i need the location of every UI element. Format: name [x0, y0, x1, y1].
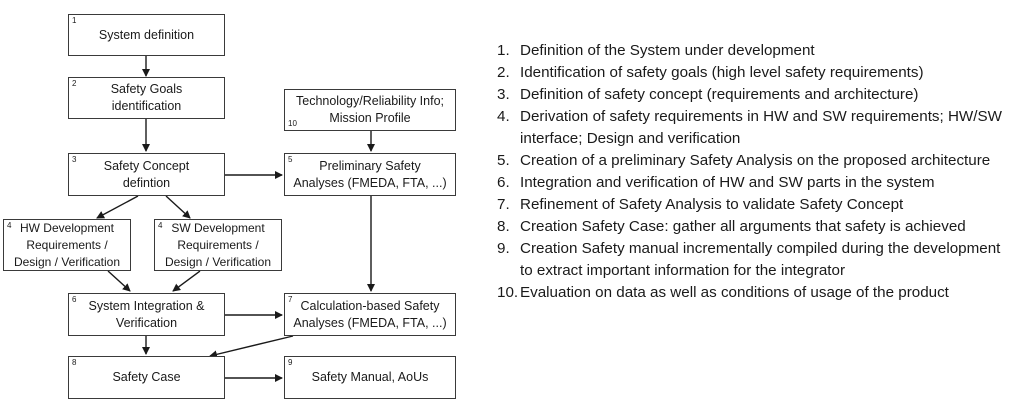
box-safety-manual: 9 Safety Manual, AoUs [284, 356, 456, 399]
step-number: 2 [72, 79, 77, 88]
step-item: 10.Evaluation on data as well as conditi… [497, 282, 1002, 304]
step-number: 4 [158, 221, 163, 230]
arrow-3-to-4a [96, 195, 139, 219]
step-number: 5 [288, 155, 293, 164]
step-item-number: 1. [497, 42, 510, 59]
box-sw-development: 4 SW Development Requirements / Design /… [154, 219, 282, 271]
flow-arrows [96, 56, 375, 382]
box-calculation-safety-analyses: 7 Calculation-based Safety Analyses (FME… [284, 293, 456, 336]
box-label: SW Development Requirements / Design / V… [164, 220, 272, 269]
step-item-text: Creation Safety Case: gather all argumen… [520, 218, 966, 235]
box-label: Technology/Reliability Info; Mission Pro… [296, 94, 444, 125]
arrow-4a-to-6 [107, 270, 131, 292]
step-item: 7. Refinement of Safety Analysis to valid… [497, 194, 1002, 216]
step-item-text: Integration and verification of HW and S… [520, 174, 935, 191]
step-item-text: Derivation of safety requirements in HW … [520, 108, 1002, 147]
step-number: 4 [7, 221, 12, 230]
step-item-number: 8. [497, 218, 510, 235]
step-number: 9 [288, 358, 293, 367]
step-item: 1. Definition of the System under develop… [497, 40, 1002, 62]
step-item-text: Definition of the System under developme… [520, 42, 815, 59]
step-number: 10 [288, 119, 297, 128]
step-item-number: 6. [497, 174, 510, 191]
step-item: 5. Creation of a preliminary Safety Analy… [497, 150, 1002, 172]
box-label: HW Development Requirements / Design / V… [13, 220, 121, 269]
step-list: 1. Definition of the System under develop… [497, 40, 1002, 304]
box-label: Calculation-based Safety Analyses (FMEDA… [293, 298, 447, 330]
step-item-text: Evaluation on data as well as conditions… [520, 284, 949, 301]
step-item-text: Identification of safety goals (high lev… [520, 64, 924, 81]
box-label: Safety Goals identification [110, 82, 183, 113]
step-item-number: 10. [497, 284, 519, 301]
step-number: 6 [72, 295, 77, 304]
box-label: System definition [98, 27, 195, 42]
step-number: 3 [72, 155, 77, 164]
step-number: 8 [72, 358, 77, 367]
step-item: 3. Definition of safety concept (requirem… [497, 84, 1002, 106]
box-system-integration: 6 System Integration & Verification [68, 293, 225, 336]
step-item-number: 5. [497, 152, 510, 169]
box-label: System Integration & Verification [88, 298, 205, 330]
step-item: 4. Derivation of safety requirements in H… [497, 106, 1002, 150]
step-item-text: Creation of a preliminary Safety Analysi… [520, 152, 991, 169]
step-item: 6. Integration and verification of HW and… [497, 172, 1002, 194]
box-safety-concept: 3 Safety Concept defintion [68, 153, 225, 196]
box-label: Safety Manual, AoUs [311, 370, 429, 384]
step-number: 7 [288, 295, 293, 304]
step-number: 1 [72, 16, 77, 25]
step-item-text: Creation Safety manual incrementally com… [520, 240, 1001, 279]
step-item-number: 9. [497, 240, 510, 257]
box-technology-info: 10 Technology/Reliability Info; Mission … [284, 89, 456, 131]
box-hw-development: 4 HW Development Requirements / Design /… [3, 219, 131, 271]
step-item: 2. Identification of safety goals (high l… [497, 62, 1002, 84]
step-item-number: 2. [497, 64, 510, 81]
box-label: Preliminary Safety Analyses (FMEDA, FTA,… [293, 158, 447, 190]
step-item: 9. Creation Safety manual incrementally c… [497, 238, 1002, 282]
step-item-text: Refinement of Safety Analysis to validat… [520, 196, 904, 213]
arrow-7-to-8 [209, 335, 294, 359]
step-item-number: 3. [497, 86, 510, 103]
step-item-number: 7. [497, 196, 510, 213]
box-safety-case: 8 Safety Case [68, 356, 225, 399]
step-item-number: 4. [497, 108, 510, 125]
box-label: Safety Case [112, 370, 181, 384]
box-safety-goals: 2 Safety Goals identification [68, 77, 225, 119]
box-preliminary-safety-analyses: 5 Preliminary Safety Analyses (FMEDA, FT… [284, 153, 456, 196]
box-label: Safety Concept defintion [103, 158, 190, 190]
arrow-3-to-4b [165, 195, 191, 219]
step-item: 8. Creation Safety Case: gather all argum… [497, 216, 1002, 238]
box-system-definition: 1 System definition [68, 14, 225, 56]
arrow-4b-to-6 [172, 270, 201, 292]
step-item-text: Definition of safety concept (requiremen… [520, 86, 919, 103]
